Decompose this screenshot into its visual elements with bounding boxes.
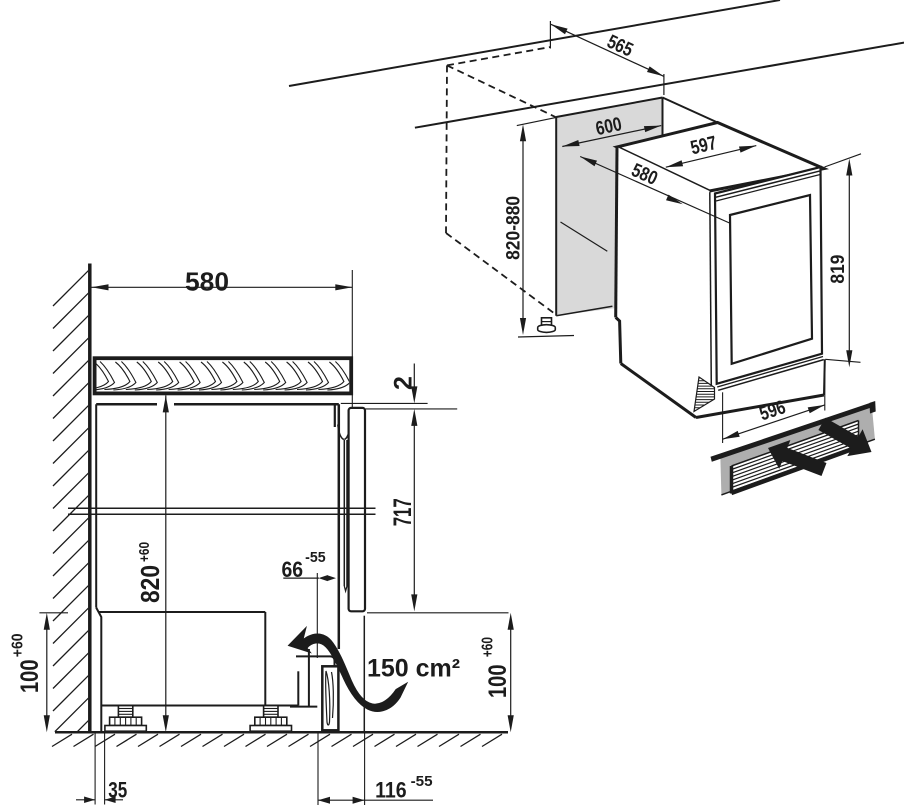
svg-text:717: 717 [389, 498, 417, 526]
svg-text:116: 116 [375, 778, 407, 803]
svg-text:100: 100 [484, 665, 512, 699]
svg-text:820-880: 820-880 [502, 196, 524, 260]
svg-text:-55: -55 [305, 549, 326, 566]
svg-text:100: 100 [16, 660, 44, 694]
svg-text:+60: +60 [136, 542, 153, 562]
svg-text:+60: +60 [480, 637, 497, 657]
svg-text:35: 35 [108, 777, 127, 802]
svg-text:150 cm²: 150 cm² [367, 655, 460, 683]
svg-text:820: 820 [135, 565, 165, 603]
svg-text:-55: -55 [411, 773, 433, 790]
svg-text:66: 66 [282, 557, 304, 582]
svg-text:819: 819 [827, 254, 849, 283]
svg-text:600: 600 [594, 113, 624, 140]
svg-text:580: 580 [185, 267, 229, 297]
svg-text:+60: +60 [10, 633, 27, 657]
svg-text:2: 2 [390, 376, 418, 390]
